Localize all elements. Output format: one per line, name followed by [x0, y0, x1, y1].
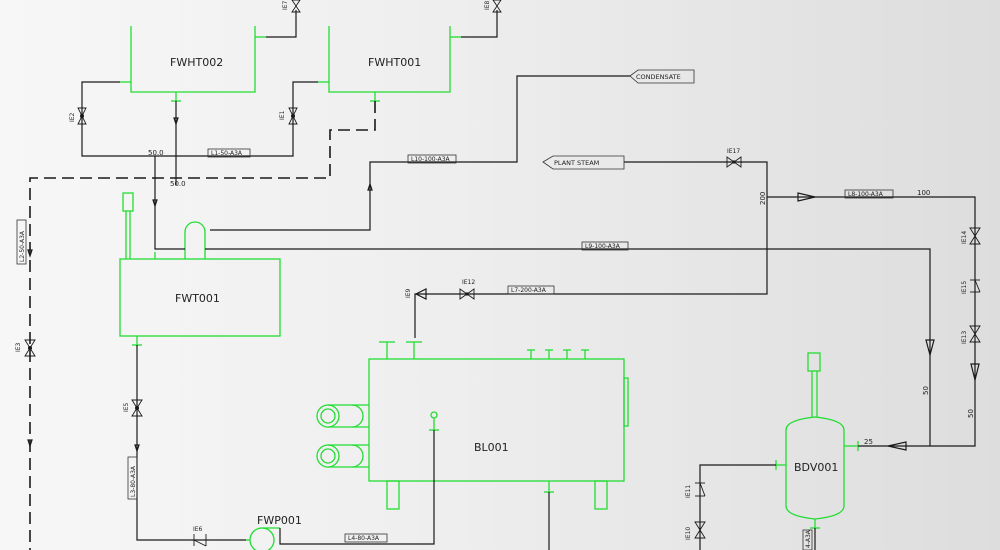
ie1-tag: IE1	[279, 110, 286, 120]
svg-text:4-A3A: 4-A3A	[805, 529, 812, 548]
ie10-valve-icon[interactable]: IE10	[685, 521, 706, 540]
ie14-tag: IE14	[961, 231, 968, 244]
ie17-tag: IE17	[727, 148, 740, 155]
ie7-valve-icon[interactable]: IE7	[282, 0, 301, 13]
ie13-tag: IE13	[961, 331, 968, 344]
ie5-valve-icon[interactable]: IE5	[123, 399, 143, 417]
svg-text:L7-200-A3A: L7-200-A3A	[511, 287, 547, 294]
ie12-tag: IE12	[462, 279, 475, 286]
plant-steam-label: PLANT STEAM	[554, 159, 599, 167]
line-label-l1: L1-50-A3A	[207, 148, 251, 158]
line-label-l10: L10-100-A3A	[407, 154, 457, 164]
ie3-tag: IE3	[15, 342, 22, 352]
ie7-tag: IE7	[282, 0, 289, 10]
line-label-l2: L2-50-A3A	[16, 219, 27, 265]
size-label-50b: 50.0	[170, 180, 186, 188]
fwht001-label: FWHT001	[368, 56, 421, 69]
ie15-check-valve-icon[interactable]: IE15	[961, 279, 981, 294]
fwht001-tank[interactable]: FWHT001	[318, 26, 461, 102]
ie9-tag-group: IE9	[405, 288, 412, 298]
ie13-valve-icon[interactable]: IE13	[961, 325, 981, 344]
ie3-valve-icon[interactable]: IE3	[15, 339, 36, 357]
size-label-25: 25	[864, 438, 873, 446]
ie14-valve-icon[interactable]: IE14	[961, 227, 981, 245]
svg-text:L3-80-A3A: L3-80-A3A	[130, 465, 137, 497]
size-label-50d: 50	[967, 409, 975, 418]
ie6-check-valve-icon[interactable]: IE6	[193, 526, 207, 547]
ie17-valve-icon[interactable]: IE17	[726, 148, 742, 168]
ie15-tag: IE15	[961, 281, 968, 294]
ie11-check-valve-icon[interactable]: IE11	[685, 482, 706, 498]
ie12-valve-icon[interactable]: IE12	[459, 279, 475, 300]
bdv001-vessel[interactable]: BDV001	[775, 352, 859, 529]
fwt001-tank[interactable]: FWT001	[119, 192, 281, 346]
svg-text:L1-50-A3A: L1-50-A3A	[211, 150, 243, 157]
size-label-50a: 50.0	[148, 149, 164, 157]
ie6-tag: IE6	[193, 526, 203, 533]
line-label-l3: L3-80-A3A	[127, 456, 138, 500]
ie8-valve-icon[interactable]: IE8	[484, 0, 502, 13]
ie8-tag: IE8	[484, 0, 491, 10]
size-label-50c: 50	[922, 386, 930, 395]
fwht002-tank[interactable]: FWHT002	[120, 26, 266, 102]
fwp001-pump[interactable]: FWP001	[246, 514, 302, 550]
plant-steam-terminal[interactable]: PLANT STEAM	[542, 155, 625, 170]
ie10-tag: IE10	[685, 527, 692, 540]
ie5-tag: IE5	[123, 402, 130, 412]
ie11-tag: IE11	[685, 485, 692, 498]
size-label-200: 200	[759, 192, 767, 205]
ie2-valve-icon[interactable]: IE2	[69, 107, 87, 125]
svg-text:L4-80-A3A: L4-80-A3A	[348, 535, 380, 542]
fwt001-label: FWT001	[175, 292, 220, 305]
svg-text:L10-100-A3A: L10-100-A3A	[411, 156, 451, 163]
fwp001-label: FWP001	[257, 514, 302, 527]
line-label-l9: L9-100-A3A	[581, 241, 629, 251]
line-label-l4: L4-80-A3A	[344, 533, 388, 543]
condensate-terminal[interactable]: CONDENSATE	[629, 69, 695, 84]
ie2-tag: IE2	[69, 112, 76, 122]
ie1-valve-icon[interactable]: IE1	[279, 107, 298, 125]
bl001-label: BL001	[474, 441, 509, 454]
svg-text:L9-100-A3A: L9-100-A3A	[585, 243, 621, 250]
condensate-label: CONDENSATE	[636, 73, 681, 81]
line-label-partial: 4-A3A	[802, 529, 813, 550]
line-label-l7: L7-200-A3A	[507, 285, 555, 295]
size-label-100: 100	[917, 189, 930, 197]
bdv001-label: BDV001	[794, 461, 838, 474]
svg-text:L8-100-A3A: L8-100-A3A	[848, 191, 884, 198]
ie9-tag: IE9	[405, 288, 412, 298]
svg-text:L2-50-A3A: L2-50-A3A	[19, 230, 26, 262]
fwht002-label: FWHT002	[170, 56, 223, 69]
bl001-boiler[interactable]: BL001	[316, 341, 629, 510]
line-label-l8: L8-100-A3A	[844, 189, 894, 199]
